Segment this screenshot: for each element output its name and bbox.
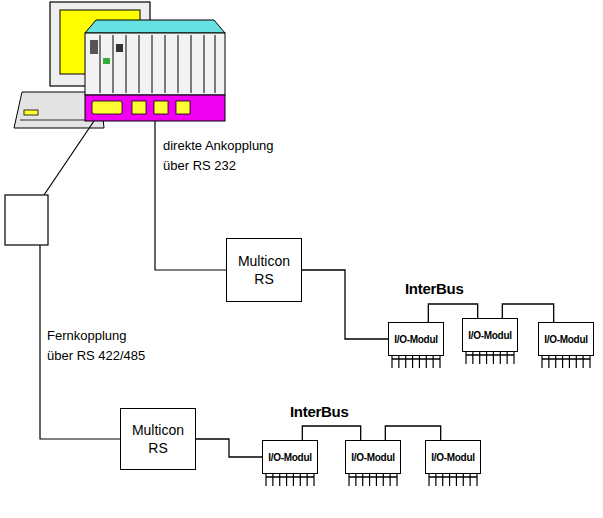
io-pin — [369, 474, 370, 486]
io-pin — [513, 352, 514, 364]
io-pin — [265, 474, 266, 486]
bus-line — [302, 270, 388, 339]
node-text: I/O-Modul — [544, 334, 587, 345]
io-pin — [555, 356, 556, 368]
io-pin — [362, 474, 363, 486]
io-pin — [456, 474, 457, 486]
io-pin — [576, 356, 577, 368]
io-pin — [419, 356, 420, 368]
io-pin — [476, 474, 477, 486]
rack-band — [85, 95, 225, 121]
multicon-box: Multicon RS — [120, 408, 196, 470]
connection-note: direkte Ankopplung über RS 232 — [163, 136, 283, 176]
rack-port — [176, 101, 190, 114]
io-pin — [390, 474, 391, 486]
io-pin — [486, 352, 487, 364]
io-module-box: I/O-Modul — [538, 322, 594, 356]
io-pin — [500, 352, 501, 364]
rack-led — [103, 58, 110, 64]
rack-display — [90, 40, 98, 54]
bus-line — [302, 426, 360, 440]
io-module-box: I/O-Modul — [262, 440, 318, 474]
bus-label: InterBus — [290, 403, 348, 421]
io-pin — [279, 474, 280, 486]
io-pin — [383, 474, 384, 486]
node-text: I/O-Modul — [268, 452, 311, 463]
io-pin — [428, 474, 429, 486]
rack-port — [92, 101, 122, 114]
node-text: I/O-Modul — [351, 452, 394, 463]
multicon-box: Multicon RS — [226, 238, 302, 302]
cable — [44, 121, 94, 195]
rack-body — [85, 33, 225, 95]
io-pin — [449, 474, 450, 486]
node-text: Multicon RS — [235, 252, 293, 288]
io-pin — [507, 352, 508, 364]
io-pin — [479, 352, 480, 364]
rack-top — [85, 20, 225, 33]
io-pin — [442, 474, 443, 486]
io-pin — [355, 474, 356, 486]
io-module-box: I/O-Modul — [425, 440, 481, 474]
io-pin — [376, 474, 377, 486]
io-pin — [562, 356, 563, 368]
rack-port — [154, 101, 168, 114]
io-pin — [391, 356, 392, 368]
io-pin — [398, 356, 399, 368]
io-pin — [439, 356, 440, 368]
io-pin — [307, 474, 308, 486]
io-pin — [465, 352, 466, 364]
interface-box — [5, 195, 48, 245]
rack-cards — [100, 35, 215, 93]
io-pin — [589, 356, 590, 368]
io-pin — [293, 474, 294, 486]
node-text: I/O-Modul — [468, 330, 511, 341]
connection-note: Fernkopplung über RS 422/485 — [47, 326, 151, 366]
bus-line — [196, 439, 262, 457]
io-module-box: I/O-Modul — [388, 322, 444, 356]
node-text: I/O-Modul — [394, 334, 437, 345]
io-pin — [472, 352, 473, 364]
io-pin — [286, 474, 287, 486]
io-pin — [412, 356, 413, 368]
io-pin — [300, 474, 301, 486]
bus-line — [385, 426, 440, 440]
io-pin — [493, 352, 494, 364]
io-pin — [463, 474, 464, 486]
io-pin — [348, 474, 349, 486]
io-module-box: I/O-Modul — [462, 318, 518, 352]
rack-led — [116, 44, 123, 52]
io-pin — [548, 356, 549, 368]
io-pin — [435, 474, 436, 486]
io-pin — [313, 474, 314, 486]
io-pin — [426, 356, 427, 368]
io-pin — [470, 474, 471, 486]
node-text: Multicon RS — [129, 421, 187, 457]
io-pin — [541, 356, 542, 368]
io-pin — [405, 356, 406, 368]
rack-port — [132, 101, 146, 114]
bus-label: InterBus — [405, 280, 463, 298]
io-pin — [396, 474, 397, 486]
io-module-box: I/O-Modul — [345, 440, 401, 474]
io-pin — [583, 356, 584, 368]
io-pin — [433, 356, 434, 368]
drive-slot — [24, 110, 38, 115]
node-text: I/O-Modul — [431, 452, 474, 463]
io-pin — [272, 474, 273, 486]
io-pin — [569, 356, 570, 368]
